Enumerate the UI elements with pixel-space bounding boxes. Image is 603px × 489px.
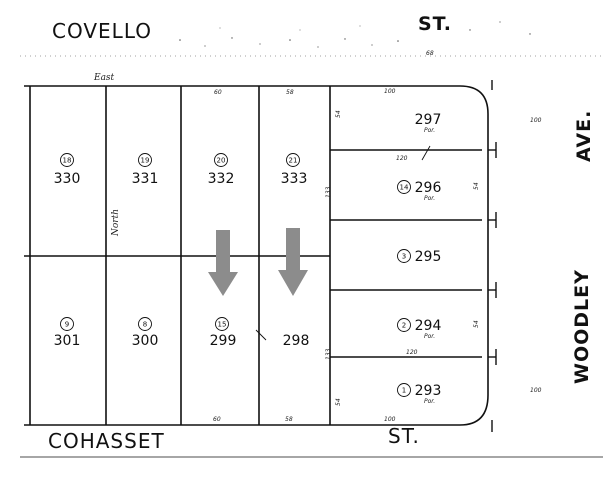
lot-number: 8 <box>143 321 147 329</box>
scan-noise <box>179 21 531 48</box>
parcel-number: 297 <box>415 112 442 128</box>
lot-number: 3 <box>402 253 406 261</box>
dimension-label: 60 <box>213 416 221 423</box>
lot-number: 14 <box>400 184 409 192</box>
dimension-label: 68 <box>426 50 434 57</box>
dimension-label: 133 <box>325 186 332 198</box>
lot-circles <box>60 153 411 397</box>
parcel-number: 293 <box>415 383 442 399</box>
dimension-label: 54 <box>473 182 480 190</box>
dimension-label: 54 <box>335 110 342 118</box>
parcel-number: 331 <box>132 171 159 187</box>
dimension-label: 58 <box>286 89 294 96</box>
portion-label: Por. <box>424 195 435 202</box>
dimension-label: 100 <box>384 88 396 95</box>
lot-number: 9 <box>65 321 69 329</box>
lot-number: 1 <box>402 387 406 395</box>
block-outline <box>24 85 489 426</box>
lot-ticks <box>488 80 497 432</box>
dimension-label: 58 <box>285 416 293 423</box>
street-covello-suffix: ST. <box>418 13 452 35</box>
parcel-number: 296 <box>415 180 442 196</box>
dimension-label: 133 <box>325 348 332 360</box>
arrow-indicator <box>208 228 308 296</box>
lot-number: 19 <box>141 157 150 165</box>
lot-number: 2 <box>402 322 406 330</box>
portion-label: Por. <box>424 127 435 134</box>
dimension-label: 60 <box>214 89 222 96</box>
street-ave: AVE. <box>573 110 595 162</box>
lot-number: 15 <box>218 321 227 329</box>
street-woodley: WOODLEY <box>571 269 593 384</box>
north-label: North <box>111 209 121 237</box>
parcel-number: 333 <box>281 171 308 187</box>
dimension-label: 54 <box>335 398 342 406</box>
dimension-label: 100 <box>530 387 542 394</box>
east-label: East <box>93 73 115 83</box>
lot-number: 21 <box>289 157 298 165</box>
parcel-number: 295 <box>415 249 442 265</box>
dimension-label: 100 <box>384 416 396 423</box>
parcel-number: 299 <box>210 333 237 349</box>
street-covello: COVELLO <box>52 19 152 43</box>
parcel-number: 301 <box>54 333 81 349</box>
dimension-label: 120 <box>396 155 408 162</box>
parcel-number: 294 <box>415 318 442 334</box>
dimension-label: 100 <box>530 117 542 124</box>
parcel-number: 298 <box>283 333 310 349</box>
parcel-number: 300 <box>132 333 159 349</box>
street-cohasset-suffix: ST. <box>388 424 420 448</box>
dimension-label: 120 <box>406 349 418 356</box>
portion-label: Por. <box>424 398 435 405</box>
lot-number: 20 <box>217 157 226 165</box>
portion-label: Por. <box>424 333 435 340</box>
leader-marks <box>255 145 431 341</box>
street-cohasset: COHASSET <box>48 429 165 453</box>
lot-number: 18 <box>63 157 72 165</box>
parcel-number: 332 <box>208 171 235 187</box>
dimension-label: 54 <box>473 320 480 328</box>
parcel-number: 330 <box>54 171 81 187</box>
